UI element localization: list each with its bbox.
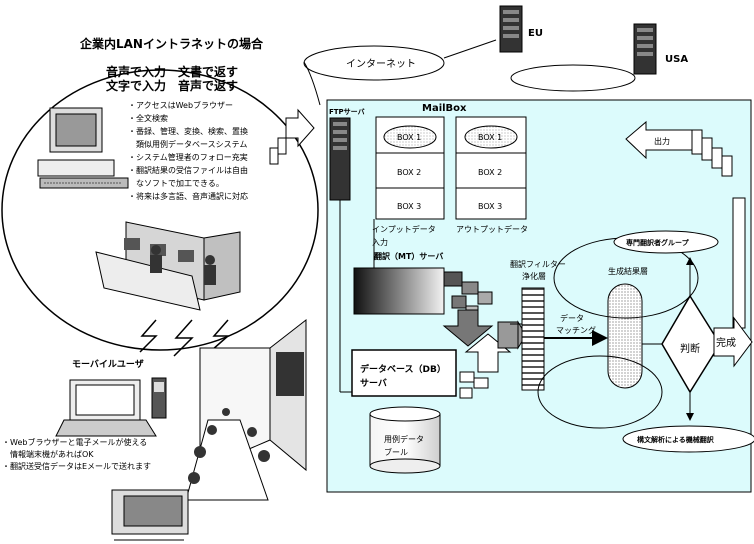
mobile-phone-icon xyxy=(151,377,167,419)
mailbox-label: MailBox xyxy=(422,103,467,114)
filter-layer-bar xyxy=(521,287,545,391)
syntax-mt-oval xyxy=(622,425,754,453)
input-data-label: インプットデータ xyxy=(372,224,436,234)
pda-device-icon xyxy=(111,489,189,541)
input-box-label: BOX 3 xyxy=(397,202,421,211)
input-box-label: BOX 1 xyxy=(397,133,421,142)
text-input-text: 文字で入力 音声で返す xyxy=(106,78,238,93)
syntax-mt-label: 構文解析による機械翻訳 xyxy=(637,435,715,444)
conference-room-image xyxy=(185,318,307,501)
right-column-bar xyxy=(732,197,746,329)
complete-label: 完成 xyxy=(716,336,736,349)
output-box-stack: BOX 1 BOX 2 BOX 3 xyxy=(455,116,527,220)
feature-item: ・将来は多言語、音声通訳に対応 xyxy=(128,191,248,201)
input-box-label: BOX 2 xyxy=(397,168,421,177)
eu-label: EU xyxy=(528,28,543,39)
intranet-title: 企業内LANイントラネットの場合 xyxy=(79,36,264,51)
feature-item: ・番録、管理、変換、検索、置換 xyxy=(128,126,248,136)
voice-input-text: 音声で入力 文書で返す xyxy=(106,64,238,79)
input-data-label-2: 入力 xyxy=(372,237,388,247)
db-server-label: データベース（DB） xyxy=(360,363,446,375)
result-layer-capsule xyxy=(607,283,643,389)
mobile-note: ・Webブラウザーと電子メールが使える xyxy=(2,437,147,447)
feature-item: ・全文検索 xyxy=(128,113,168,123)
ftp-server-icon xyxy=(329,117,351,201)
filter-label: 翻訳フィルター xyxy=(510,259,566,269)
ftp-server-label: FTPサーバ xyxy=(329,108,365,116)
feature-list: ・アクセスはWebブラウザー ・全文検索 ・番録、管理、変換、検索、置換 類似用… xyxy=(128,100,248,201)
judge-label: 判断 xyxy=(680,342,700,355)
office-workstation-image xyxy=(95,221,241,311)
network-line xyxy=(303,61,321,106)
input-box-stack: BOX 1 BOX 2 BOX 3 xyxy=(375,116,445,220)
output-arrow xyxy=(625,120,733,177)
loop-ellipse xyxy=(537,355,663,429)
db-cylinder-label: 用例データ xyxy=(384,434,424,444)
usa-label: USA xyxy=(665,54,688,65)
desktop-computer-icon xyxy=(37,107,129,189)
output-box-label: BOX 2 xyxy=(478,168,502,177)
feature-item: ・アクセスはWebブラウザー xyxy=(128,100,233,110)
lightning-icon xyxy=(139,319,230,357)
data-matching-label: データ xyxy=(560,313,584,323)
eu-server-icon xyxy=(499,5,523,53)
transfer-arrows xyxy=(442,309,527,399)
db-cylinder-icon xyxy=(369,406,441,474)
expert-group-oval xyxy=(613,230,719,254)
data-matching-label-2: マッチング xyxy=(556,325,596,335)
internet-cloud xyxy=(303,45,445,81)
mobile-note: ・翻訳送受信データはEメールで送れます xyxy=(2,461,151,471)
mt-server-box xyxy=(353,267,445,315)
expert-group-label: 専門翻訳者グループ xyxy=(626,238,690,247)
usa-server-icon xyxy=(633,23,657,75)
output-data-label: アウトプットデータ xyxy=(456,224,528,234)
mobile-user-title: モーバイルユーザ xyxy=(72,359,144,370)
db-server-box xyxy=(351,349,457,397)
laptop-icon xyxy=(55,379,157,437)
internet-label: インターネット xyxy=(346,58,416,70)
intranet-arrow xyxy=(269,108,315,165)
network-line xyxy=(443,39,497,59)
feature-item: ・翻訳結果の受信ファイルは自由 xyxy=(128,165,248,175)
filter-label-2: 浄化層 xyxy=(522,271,546,281)
mt-server-label: 翻訳（MT）サーバ xyxy=(374,251,443,261)
result-layer-label: 生成結果層 xyxy=(608,266,648,276)
usa-link-oval xyxy=(510,64,636,92)
mobile-note: 情報端末機があればOK xyxy=(2,449,94,459)
output-box-label: BOX 3 xyxy=(478,202,502,211)
feature-item: ・システム管理者のフォロー充実 xyxy=(128,152,248,162)
feature-item: なソフトで加工できる。 xyxy=(128,178,224,188)
feature-item: 類似用例データベースシステム xyxy=(128,139,247,149)
db-cylinder-label-2: ブール xyxy=(384,447,408,457)
complete-arrow xyxy=(713,316,753,368)
output-box-label: BOX 1 xyxy=(478,133,502,142)
db-server-label-2: サーバ xyxy=(360,378,387,389)
output-label: 出力 xyxy=(654,136,670,146)
intranet-circle xyxy=(1,69,319,351)
